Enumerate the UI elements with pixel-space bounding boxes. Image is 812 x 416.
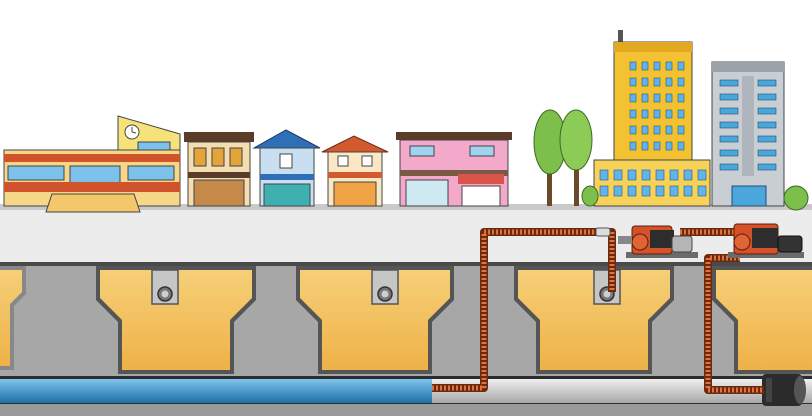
house-blue [252, 129, 321, 207]
hose-coupling [595, 227, 611, 237]
sewer-main-pipe [0, 376, 812, 416]
manhole-chamber-left-edge [0, 266, 26, 370]
manhole-chamber-right-edge [712, 266, 812, 374]
manhole-chamber [514, 266, 674, 374]
manhole-chamber [96, 266, 256, 374]
shop-house-pink [396, 132, 512, 207]
office-tower-yellow [593, 30, 711, 207]
school-building [3, 115, 181, 213]
house-orange [321, 135, 389, 207]
pipe-plug [762, 374, 806, 406]
manhole-chamber [296, 266, 454, 374]
bypass-pump-unit [618, 225, 698, 258]
bypass-hose [432, 228, 764, 394]
tree [533, 109, 567, 206]
shop-house-brown [184, 132, 254, 207]
bypass-pump-unit [728, 223, 804, 258]
tree [559, 109, 593, 206]
office-tower-gray [711, 61, 785, 207]
shrub [581, 185, 809, 211]
road-surface [0, 204, 812, 266]
